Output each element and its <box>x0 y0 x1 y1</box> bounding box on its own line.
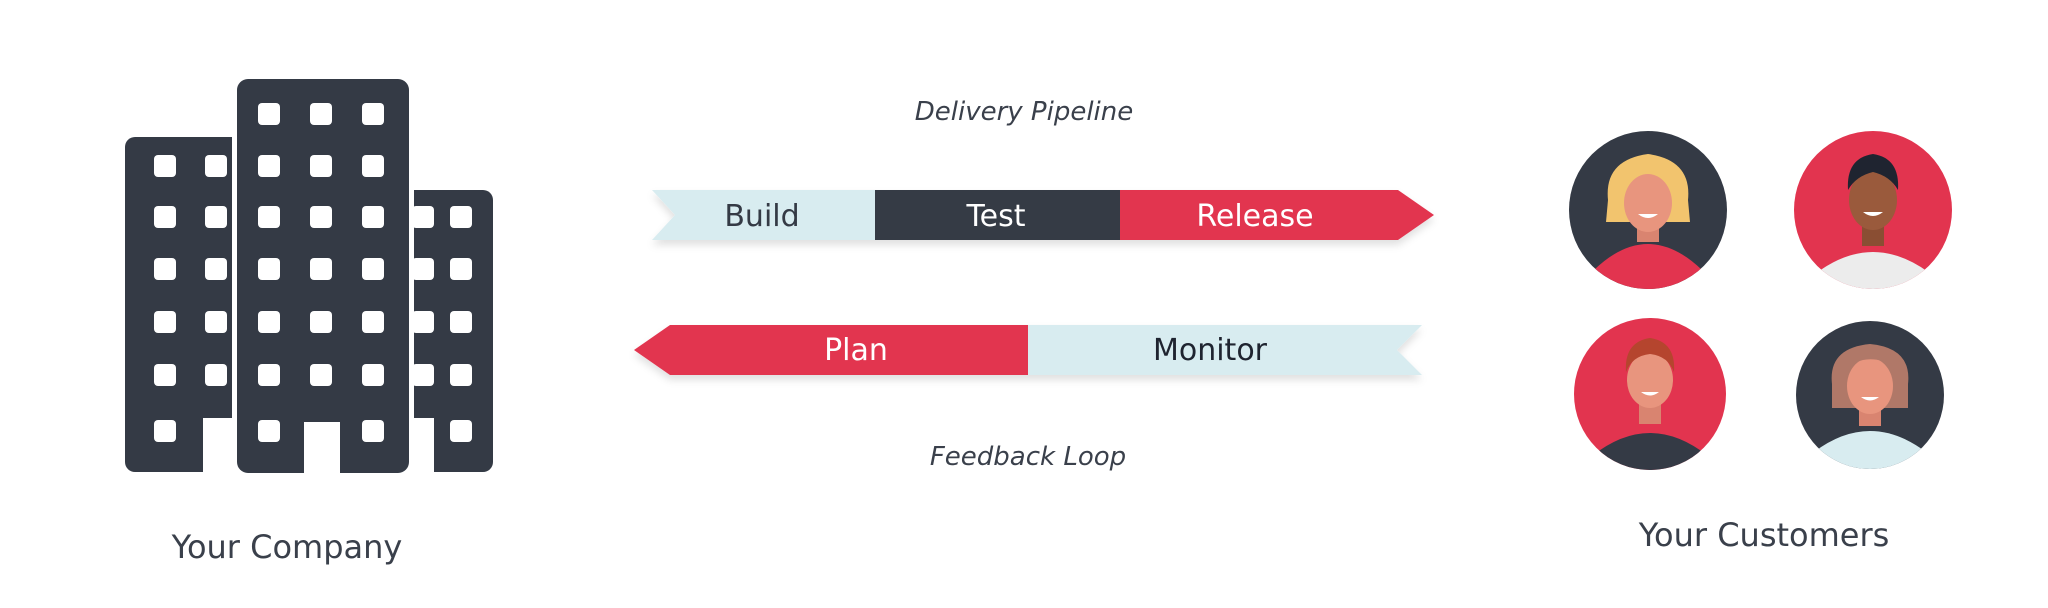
customers-label: Your Customers <box>1638 516 1890 554</box>
feedback-stage-monitor-shape <box>1028 325 1422 375</box>
pipeline-stage-build-label: Build <box>724 199 799 234</box>
office-building-icon <box>125 74 493 478</box>
window <box>362 206 384 228</box>
feedback-stage-plan-shape <box>634 325 1028 375</box>
window <box>154 258 176 280</box>
pipeline-stage-release-shape <box>1120 190 1434 240</box>
pipeline-stage-test-label: Test <box>965 199 1025 234</box>
window <box>205 206 227 228</box>
window <box>412 311 434 333</box>
window <box>362 258 384 280</box>
window <box>310 258 332 280</box>
delivery-pipeline-title: Delivery Pipeline <box>915 97 1134 127</box>
window <box>258 103 280 125</box>
window <box>450 206 472 228</box>
window <box>310 364 332 386</box>
window <box>258 311 280 333</box>
feedback-loop-arrow <box>634 325 1422 375</box>
customer-avatar-brunette-woman-icon <box>1796 321 1944 469</box>
window <box>450 311 472 333</box>
feedback-loop-title: Feedback Loop <box>930 442 1126 472</box>
window <box>205 258 227 280</box>
feedback-stage-plan-label: Plan <box>824 333 888 368</box>
customer-avatar-redhead-man-icon <box>1574 318 1726 470</box>
window <box>450 258 472 280</box>
window <box>258 155 280 177</box>
window <box>412 206 434 228</box>
window <box>154 364 176 386</box>
pipeline-stage-test-shape <box>875 190 1120 240</box>
window <box>258 420 280 442</box>
window <box>154 311 176 333</box>
window <box>362 420 384 442</box>
window <box>450 364 472 386</box>
window <box>310 206 332 228</box>
window <box>412 258 434 280</box>
window <box>205 311 227 333</box>
window <box>258 364 280 386</box>
window <box>154 420 176 442</box>
pipeline-stage-release-label: Release <box>1196 199 1313 234</box>
feedback-stage-monitor-label: Monitor <box>1153 333 1268 368</box>
right-door <box>410 418 434 472</box>
center-door <box>304 422 340 474</box>
window <box>362 364 384 386</box>
window <box>412 364 434 386</box>
company-label: Your Company <box>171 528 403 566</box>
window <box>205 364 227 386</box>
window <box>154 155 176 177</box>
pipeline-stage-build-shape <box>652 190 875 240</box>
customer-avatar-blonde-woman-icon <box>1569 131 1727 289</box>
window <box>258 258 280 280</box>
window <box>258 206 280 228</box>
window <box>310 155 332 177</box>
window <box>310 103 332 125</box>
window <box>310 311 332 333</box>
window <box>205 155 227 177</box>
window <box>362 311 384 333</box>
left-door <box>203 418 237 472</box>
window <box>362 155 384 177</box>
window <box>362 103 384 125</box>
window <box>154 206 176 228</box>
window <box>450 420 472 442</box>
customer-avatar-dark-man-icon <box>1794 131 1952 289</box>
delivery-pipeline-arrow <box>652 190 1434 240</box>
